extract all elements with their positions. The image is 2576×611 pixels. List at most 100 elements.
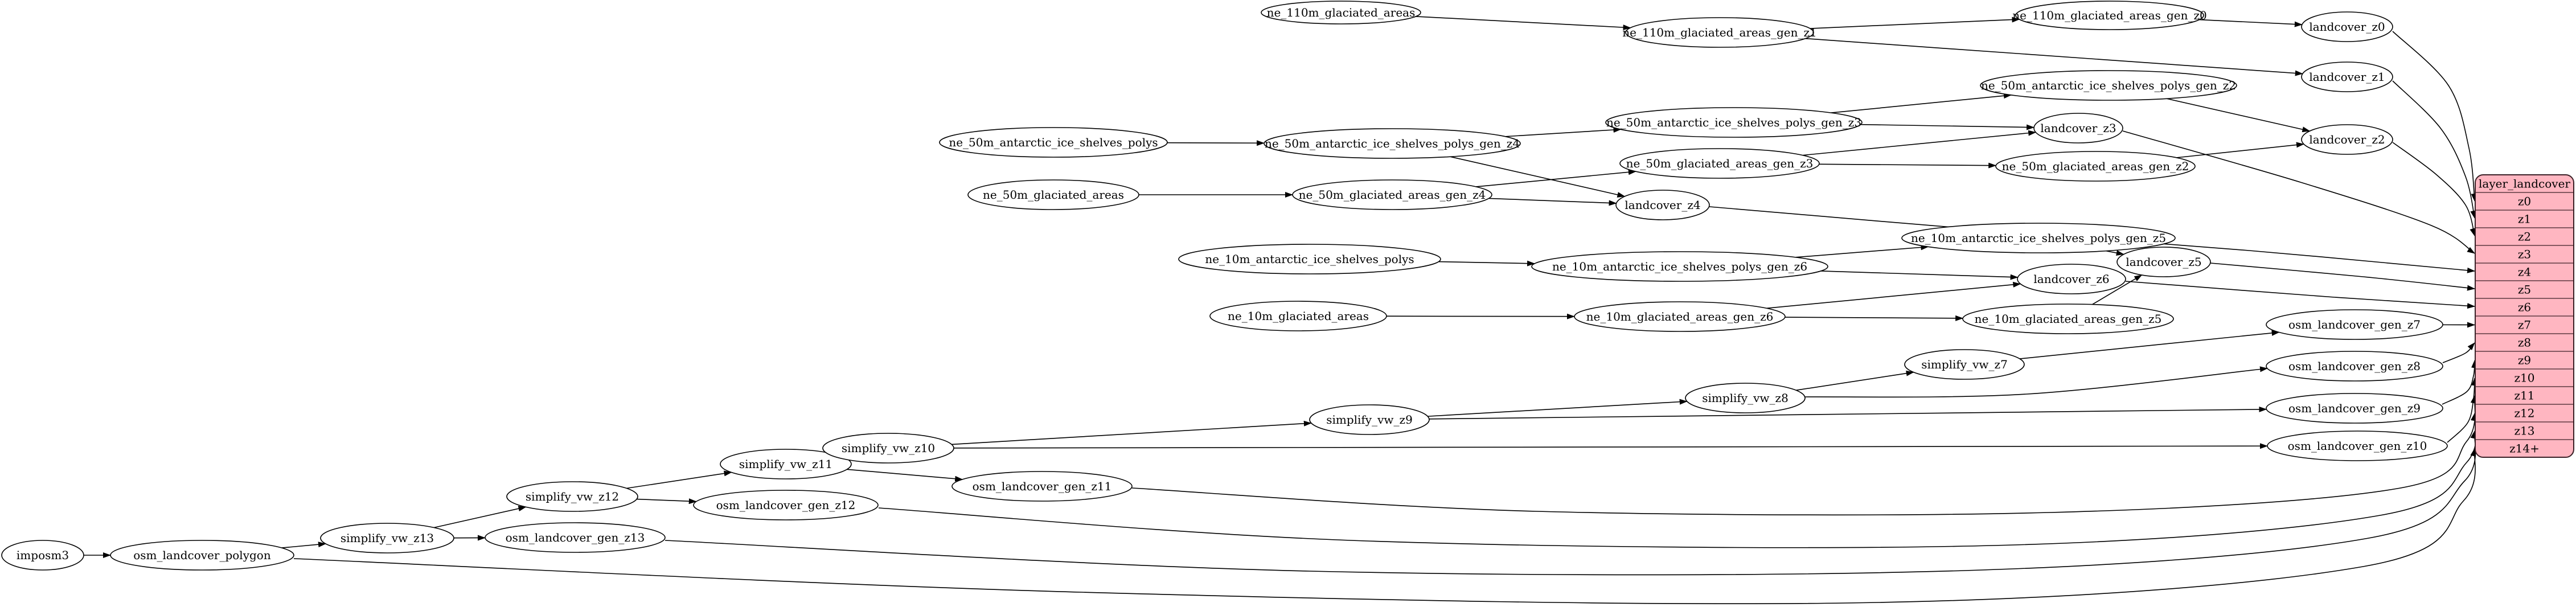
graph-node-osm_landcover_gen_z12: osm_landcover_gen_z12 [693,490,879,520]
node-label-landcover_z5: landcover_z5 [2126,255,2201,269]
table-row-z13: z13 [2515,424,2535,438]
edge-ne_10m_antarctic_ice_shelves_polys_gen_z5-to-landcover_z5 [2106,250,2124,256]
node-ellipse-ne_50m_glaciated_areas_gen_z4 [1292,179,1492,210]
edge-landcover_z2-to-layer-z2 [2392,142,2476,236]
graph-node-ne_110m_glaciated_areas: ne_110m_glaciated_areas [1261,1,1421,24]
edge-ne_50m_antarctic_ice_shelves_polys_gen_z3-to-landcover_z3 [1860,124,2035,130]
table-row-z3: z3 [2518,248,2531,261]
node-label-ne_50m_glaciated_areas: ne_50m_glaciated_areas [983,188,1124,202]
node-label-ne_10m_antarctic_ice_shelves_polys_gen_z5: ne_10m_antarctic_ice_shelves_polys_gen_z… [1911,231,2166,245]
table-row-z4: z4 [2518,265,2531,279]
table-row-z1: z1 [2518,212,2531,226]
node-label-osm_landcover_gen_z11: osm_landcover_gen_z11 [973,479,1112,493]
edge-simplify_vw_z10-to-simplify_vw_z9 [951,420,1312,445]
edge-landcover_z5-to-layer-z5 [2210,263,2475,291]
graph-node-landcover_z6: landcover_z6 [2017,264,2126,294]
edge-ne_10m_antarctic_ice_shelves_polys-to-ne_10m_antarctic_ice_shelves_polys_gen_z6 [1438,260,1536,266]
edge-simplify_vw_z7-to-osm_landcover_gen_z7 [2019,330,2280,359]
graph-node-simplify_vw_z11: simplify_vw_z11 [720,449,852,479]
graph-node-ne_110m_glaciated_areas_gen_z0: ne_110m_glaciated_areas_gen_z0 [2012,1,2207,30]
edge-ne_50m_glaciated_areas_gen_z3-to-landcover_z3 [1802,130,2037,156]
node-label-landcover_z6: landcover_z6 [2033,272,2109,286]
table-row-z8: z8 [2518,336,2531,350]
edge-landcover_z3-to-layer-z3 [2122,130,2475,254]
edge-landcover_z1-to-layer-z1 [2392,80,2476,219]
node-label-ne_110m_glaciated_areas_gen_z0: ne_110m_glaciated_areas_gen_z0 [2012,9,2206,22]
edge-ne_50m_antarctic_ice_shelves_polys_gen_z3-to-ne_50m_antarctic_ice_shelves_polys_gen_z2 [1831,93,2012,113]
node-label-ne_50m_antarctic_ice_shelves_polys: ne_50m_antarctic_ice_shelves_polys [949,136,1158,149]
edge-ne_50m_glaciated_areas_gen_z3-to-ne_50m_glaciated_areas_gen_z2 [1819,162,1997,169]
edge-simplify_vw_z12-to-osm_landcover_gen_z12 [637,498,697,505]
table-row-z5: z5 [2518,283,2531,297]
node-ellipse-ne_10m_antarctic_ice_shelves_polys_gen_z6 [1531,251,1828,282]
node-label-ne_10m_antarctic_ice_shelves_polys_gen_z6: ne_10m_antarctic_ice_shelves_polys_gen_z… [1552,260,1807,273]
node-ellipse-osm_landcover_polygon [110,540,294,571]
graph-node-simplify_vw_z9: simplify_vw_z9 [1309,404,1430,435]
graph-node-ne_10m_antarctic_ice_shelves_polys: ne_10m_antarctic_ice_shelves_polys [1178,244,1441,274]
node-label-simplify_vw_z12: simplify_vw_z12 [526,490,619,503]
graph-node-ne_10m_antarctic_ice_shelves_polys_gen_z5: ne_10m_antarctic_ice_shelves_polys_gen_z… [1901,223,2176,253]
table-row-z9: z9 [2518,354,2531,367]
edge-ne_10m_glaciated_areas_gen_z5-to-landcover_z5 [2092,274,2143,305]
node-ellipse-simplify_vw_z10 [822,433,954,464]
node-ellipse-osm_landcover_gen_z10 [2267,430,2448,461]
node-ellipse-simplify_vw_z7 [1904,349,2025,380]
edge-osm_landcover_polygon-to-simplify_vw_z13 [281,542,326,548]
node-ellipse-simplify_vw_z9 [1309,404,1430,435]
node-label-ne_50m_glaciated_areas_gen_z4: ne_50m_glaciated_areas_gen_z4 [1299,188,1486,202]
edge-osm_landcover_gen_z13-to-layer-z13 [664,430,2476,576]
node-label-ne_110m_glaciated_areas: ne_110m_glaciated_areas [1267,6,1416,19]
node-ellipse-ne_50m_antarctic_ice_shelves_polys_gen_z4 [1264,128,1521,159]
node-ellipse-ne_110m_glaciated_areas_gen_z1 [1625,17,1814,48]
graph-node-osm_landcover_gen_z11: osm_landcover_gen_z11 [951,471,1133,502]
node-ellipse-osm_landcover_gen_z7 [2266,309,2443,340]
graph-node-simplify_vw_z13: simplify_vw_z13 [320,523,454,553]
node-label-osm_landcover_gen_z9: osm_landcover_gen_z9 [2288,401,2421,415]
edge-ne_10m_glaciated_areas_gen_z6-to-ne_10m_glaciated_areas_gen_z5 [1785,315,1964,321]
node-ellipse-ne_50m_glaciated_areas_gen_z3 [1619,148,1820,179]
node-ellipse-landcover_z6 [2017,264,2126,294]
edge-ne_110m_glaciated_areas_gen_z0-to-landcover_z0 [2199,19,2303,27]
graph-node-ne_10m_glaciated_areas_gen_z6: ne_10m_glaciated_areas_gen_z6 [1574,301,1786,332]
edge-simplify_vw_z9-to-simplify_vw_z8 [1428,399,1688,417]
table-row-z12: z12 [2515,407,2535,420]
edge-ne_50m_antarctic_ice_shelves_polys_gen_z4-to-ne_50m_antarctic_ice_shelves_polys_gen_z3 [1505,127,1622,137]
node-ellipse-landcover_z4 [1615,190,1710,220]
node-ellipse-ne_110m_glaciated_areas_gen_z0 [2015,1,2204,30]
graph-node-osm_landcover_gen_z9: osm_landcover_gen_z9 [2266,393,2443,424]
graph-node-osm_landcover_gen_z7: osm_landcover_gen_z7 [2266,309,2443,340]
node-label-simplify_vw_z13: simplify_vw_z13 [341,531,434,545]
edge-simplify_vw_z11-to-osm_landcover_gen_z11 [847,469,963,482]
graph-node-ne_10m_glaciated_areas_gen_z5: ne_10m_glaciated_areas_gen_z5 [1962,304,2174,334]
edge-ne_10m_glaciated_areas_gen_z6-to-landcover_z6 [1766,281,2021,309]
node-label-ne_110m_glaciated_areas_gen_z1: ne_110m_glaciated_areas_gen_z1 [1622,26,1816,39]
table-row-z2: z2 [2518,230,2531,244]
node-label-ne_50m_antarctic_ice_shelves_polys_gen_z4: ne_50m_antarctic_ice_shelves_polys_gen_z… [1265,137,1520,150]
node-label-ne_50m_antarctic_ice_shelves_polys_gen_z2: ne_50m_antarctic_ice_shelves_polys_gen_z… [1981,79,2236,92]
node-label-landcover_z3: landcover_z3 [2040,121,2116,135]
graph-node-landcover_z3: landcover_z3 [2033,113,2123,143]
edge-simplify_vw_z8-to-osm_landcover_gen_z8 [1803,366,2268,398]
edge-ne_10m_antarctic_ice_shelves_polys_gen_z6-to-ne_10m_antarctic_ice_shelves_polys_gen_z5 [1795,244,1929,258]
graph-node-ne_110m_glaciated_areas_gen_z1: ne_110m_glaciated_areas_gen_z1 [1622,17,1817,48]
node-ellipse-osm_landcover_gen_z8 [2266,351,2443,382]
node-label-osm_landcover_gen_z7: osm_landcover_gen_z7 [2288,318,2421,331]
node-label-ne_50m_glaciated_areas_gen_z3: ne_50m_glaciated_areas_gen_z3 [1626,157,1814,170]
node-label-simplify_vw_z7: simplify_vw_z7 [1921,358,2008,371]
layer-landcover-table: layer_landcoverz0z1z2z3z4z5z6z7z8z9z10z1… [2475,174,2574,458]
node-ellipse-osm_landcover_gen_z11 [951,471,1133,502]
node-ellipse-simplify_vw_z11 [720,449,852,479]
graph-node-ne_50m_glaciated_areas: ne_50m_glaciated_areas [967,179,1139,210]
node-label-ne_10m_antarctic_ice_shelves_polys: ne_10m_antarctic_ice_shelves_polys [1205,252,1414,266]
node-label-osm_landcover_gen_z12: osm_landcover_gen_z12 [716,498,856,512]
edge-ne_50m_glaciated_areas_gen_z4-to-landcover_z4 [1488,198,1617,206]
node-ellipse-ne_110m_glaciated_areas [1261,1,1421,24]
node-ellipse-landcover_z3 [2033,113,2123,143]
node-label-ne_10m_glaciated_areas_gen_z5: ne_10m_glaciated_areas_gen_z5 [1975,312,2162,326]
edge-simplify_vw_z13-to-simplify_vw_z12 [434,506,527,528]
node-ellipse-landcover_z1 [2301,61,2393,92]
node-label-osm_landcover_gen_z10: osm_landcover_gen_z10 [2288,439,2427,453]
